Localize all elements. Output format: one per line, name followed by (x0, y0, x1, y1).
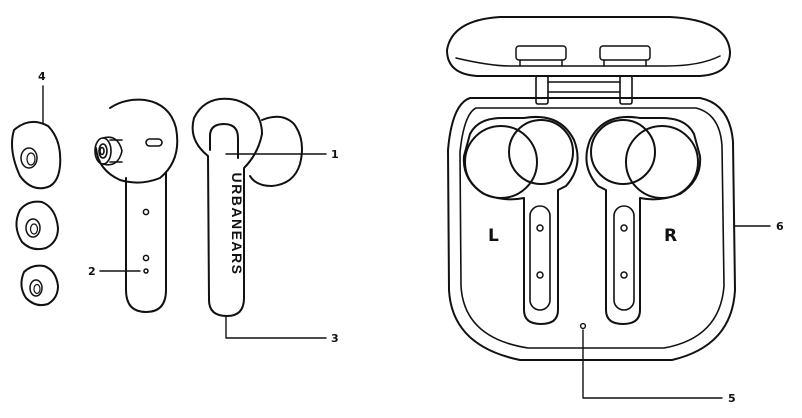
case-lid (446, 16, 731, 77)
lid-magnet-left (515, 45, 567, 61)
right-earbud-inner (590, 119, 656, 185)
charging-case (446, 16, 736, 361)
callout-5: 5 (728, 392, 736, 405)
sensor-dot (143, 268, 149, 274)
right-earbud-top (625, 125, 699, 199)
left-earbud-top (464, 125, 538, 199)
earbud-side-view (94, 98, 179, 313)
left-side-label: L (488, 226, 499, 246)
earbud-pill-mark (145, 138, 163, 147)
case-status-light (579, 322, 587, 330)
right-side-label: R (664, 226, 677, 246)
callout-3: 3 (331, 332, 339, 345)
callout-6: 6 (776, 220, 784, 233)
case-hinge (535, 75, 633, 105)
sensor-dot (620, 224, 628, 232)
earbud-stem (125, 171, 167, 313)
ear-tip-medium (15, 200, 59, 251)
callout-2: 2 (88, 265, 96, 278)
earbud-front-view (191, 97, 303, 317)
earbud-eartip-back (249, 115, 303, 187)
brand-label: URBANEARS (229, 173, 245, 276)
sensor-dot (536, 224, 544, 232)
sensor-dot (142, 254, 150, 262)
earbud-front-body (191, 97, 263, 317)
case-base-tray (459, 107, 725, 349)
case-lid-inner (455, 55, 721, 67)
case-base (447, 97, 736, 361)
leader-line-5 (582, 329, 723, 399)
sensor-dot (536, 271, 544, 279)
ear-tips (11, 120, 62, 307)
ear-tip-small (20, 264, 59, 307)
leader-lines (42, 85, 771, 399)
sensor-dot (142, 208, 150, 216)
callout-1: 1 (331, 148, 339, 161)
sensor-dot (620, 271, 628, 279)
leader-line-3 (225, 315, 327, 339)
callout-4: 4 (38, 70, 46, 83)
left-earbud-slot (462, 116, 579, 325)
earbud-nozzle (94, 136, 123, 166)
earbud-front-inner (209, 123, 239, 159)
earbud-head (95, 98, 179, 184)
ear-tip-large (11, 120, 62, 190)
lid-magnet-right (599, 45, 651, 61)
left-earbud-inner (508, 119, 574, 185)
right-earbud-slot (585, 116, 702, 325)
